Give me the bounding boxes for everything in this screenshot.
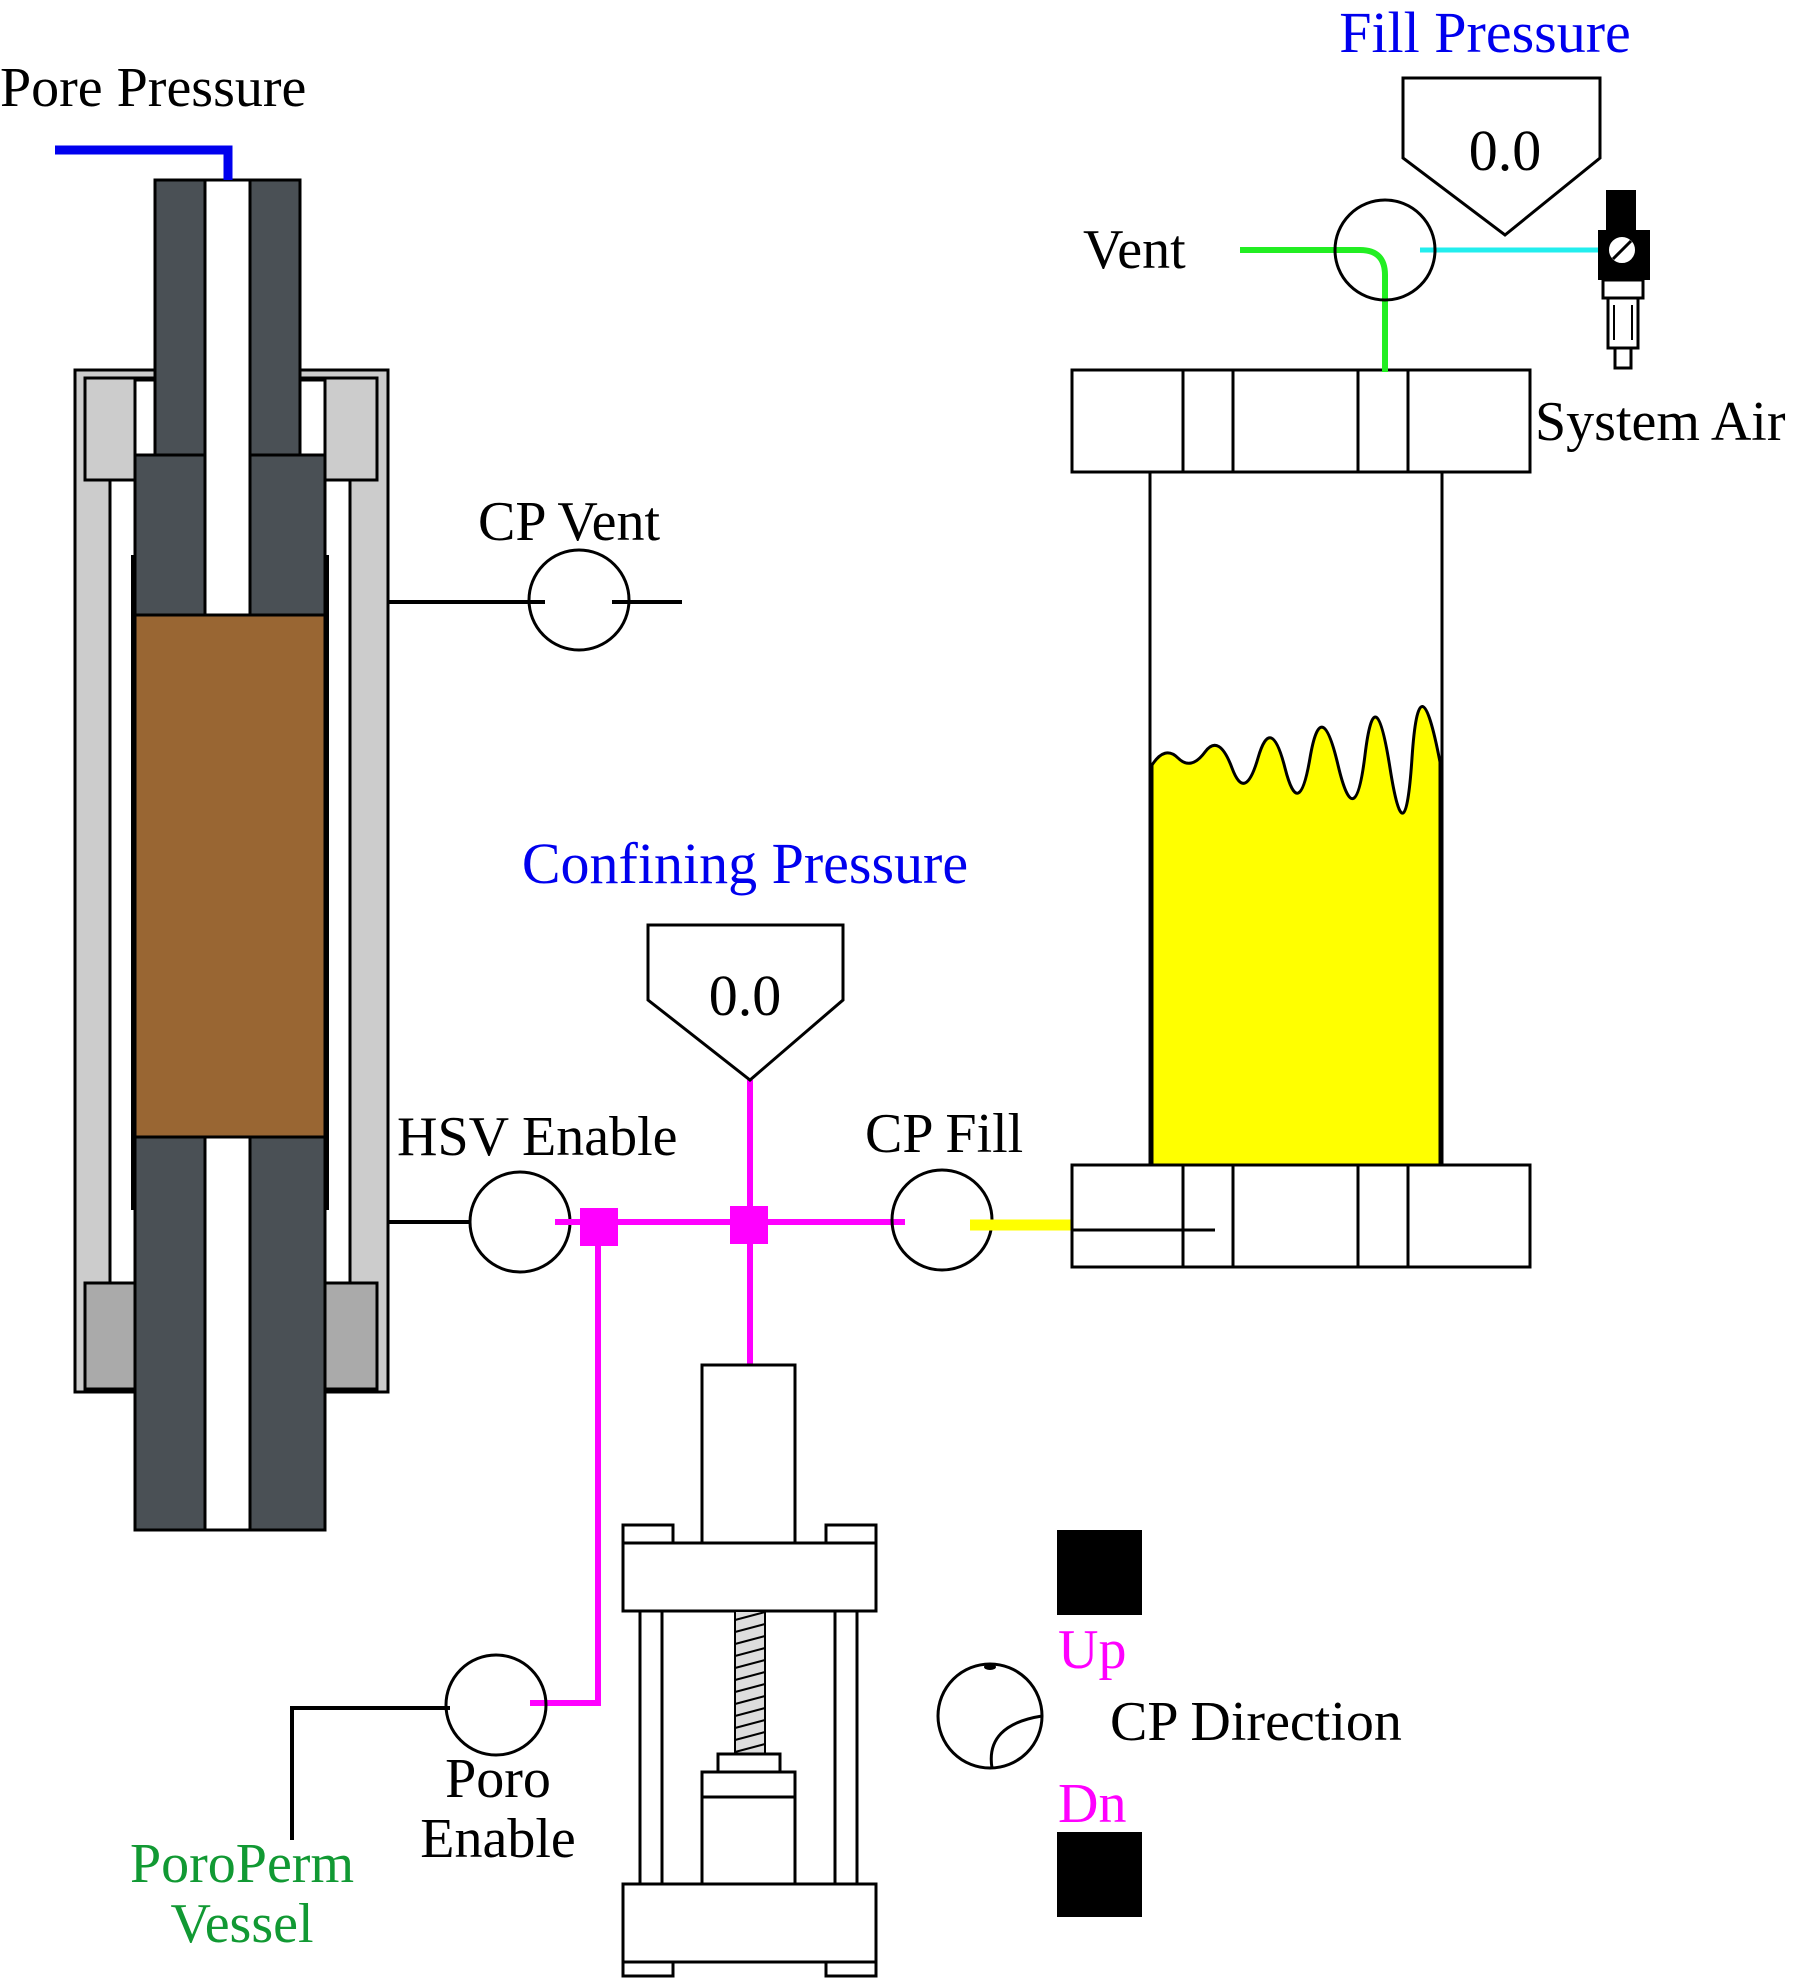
confining-pressure-value: 0.0 [709,963,782,1028]
air-regulator-icon [1598,190,1650,370]
pump-lead-screw [734,1610,766,1755]
cp-vent-valve[interactable] [527,548,631,652]
reservoir-top-flange [1070,368,1532,474]
vent-label: Vent [1083,219,1186,281]
cp-up-label: Up [1058,1619,1126,1681]
fill-pressure-value: 0.0 [1469,118,1542,183]
cp-fill-label: CP Fill [865,1103,1023,1165]
cp-direction-label: CP Direction [1110,1691,1402,1753]
poro-enable-label-line1: Poro [445,1748,551,1810]
cp-down-button[interactable] [1057,1832,1142,1917]
poroperm-vessel-label-line2: Vessel [170,1893,313,1955]
poro-enable-label-line2: Enable [420,1808,575,1870]
upper-piston-bore [203,178,252,617]
cp-dn-label: Dn [1058,1773,1126,1835]
reservoir-bottom-flange [1070,1163,1532,1269]
lower-piston-bore [203,1135,252,1532]
core-holder-vessel [73,178,390,1532]
fill-pressure-title: Fill Pressure [1339,0,1631,65]
cp-pump [621,1363,878,1978]
confining-pressure-title: Confining Pressure [522,831,968,896]
vent-valve[interactable] [1333,198,1437,302]
poroperm-line [290,1706,450,1840]
system-air-label: System Air [1535,391,1786,453]
pore-pressure-line [55,145,233,180]
pump-post-left [638,1609,664,1886]
pump-cylinder [700,1363,797,1545]
junction-cp [730,1206,768,1244]
poroperm-vessel-label-line1: PoroPerm [130,1833,354,1895]
pump-top-plate [621,1541,878,1613]
pump-post-right [833,1609,859,1886]
cp-direction-dial[interactable] [936,1662,1044,1770]
fluid-reservoir [1070,368,1532,1269]
poro-enable-valve[interactable] [444,1653,548,1757]
confining-pressure-gauge [646,923,845,1082]
hsv-enable-label: HSV Enable [397,1106,678,1168]
cp-up-button[interactable] [1057,1530,1142,1615]
vent-line [1240,247,1388,372]
pump-base [621,1882,878,1964]
pump-nut [716,1752,782,1774]
reservoir-fluid [1150,705,1442,1167]
cp-vent-label: CP Vent [478,491,660,553]
core-sample [133,613,327,1139]
junction-hsv [580,1208,618,1246]
fill-pressure-gauge [1401,76,1602,237]
pump-motor [700,1770,797,1886]
pore-pressure-label: Pore Pressure [0,57,306,119]
